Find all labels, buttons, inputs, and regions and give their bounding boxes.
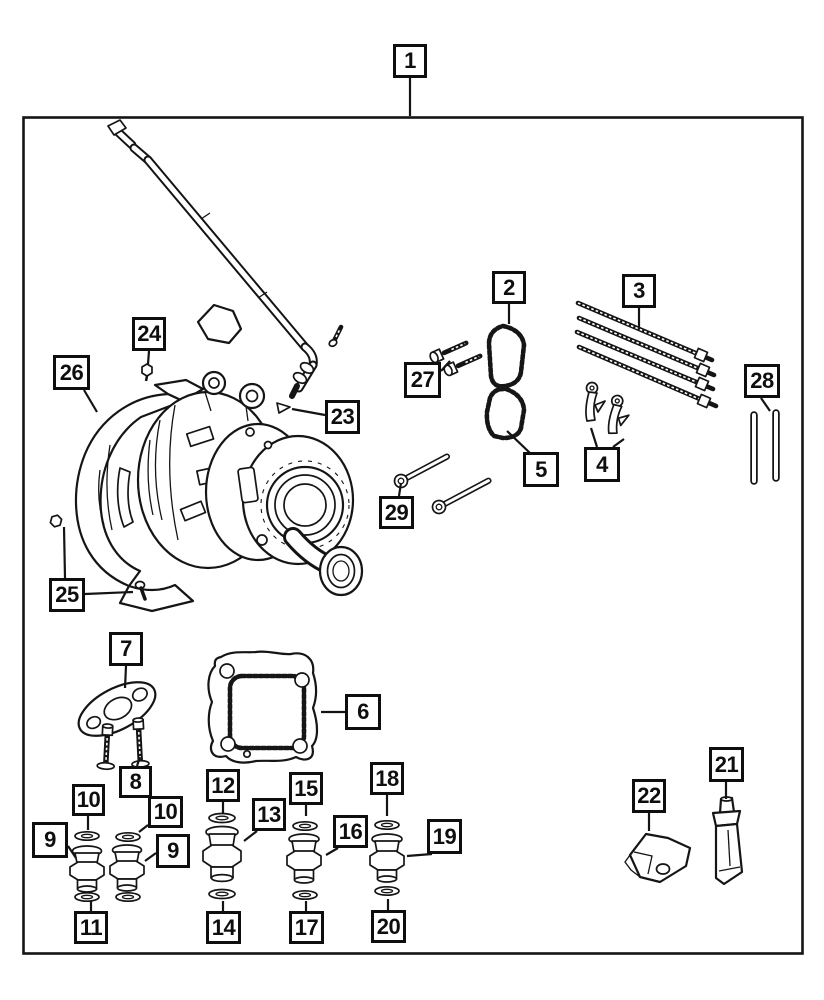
leader-19 bbox=[406, 852, 433, 858]
leader-29 bbox=[397, 482, 403, 497]
callout-29[interactable]: 29 bbox=[379, 496, 414, 529]
gasket-2-drawing bbox=[486, 323, 527, 389]
callout-5[interactable]: 5 bbox=[523, 452, 559, 487]
callout-9-right[interactable]: 9 bbox=[156, 834, 190, 868]
callout-10-right[interactable]: 10 bbox=[148, 796, 183, 828]
fitting-19-drawing bbox=[369, 833, 405, 883]
gasket-7-drawing bbox=[77, 681, 157, 737]
leader-25 bbox=[84, 590, 134, 596]
callout-10-left[interactable]: 10 bbox=[72, 784, 105, 816]
callout-18[interactable]: 18 bbox=[370, 762, 404, 795]
nut-24-drawing bbox=[141, 363, 153, 382]
callout-3[interactable]: 3 bbox=[622, 274, 656, 308]
callout-6[interactable]: 6 bbox=[345, 694, 381, 730]
callout-4[interactable]: 4 bbox=[584, 447, 620, 482]
bracket-22-drawing bbox=[624, 832, 692, 884]
callout-9-left[interactable]: 9 bbox=[32, 822, 68, 858]
callout-27[interactable]: 27 bbox=[404, 362, 441, 398]
callout-22[interactable]: 22 bbox=[632, 779, 666, 813]
studs-28-drawing bbox=[750, 409, 780, 485]
fitting-16-drawing bbox=[286, 833, 322, 884]
leader-16 bbox=[325, 847, 339, 856]
callout-20[interactable]: 20 bbox=[371, 910, 406, 943]
bolts-27-drawing bbox=[429, 340, 483, 377]
fitting-9a-drawing bbox=[69, 845, 105, 893]
leader-4 bbox=[612, 438, 625, 448]
callout-15[interactable]: 15 bbox=[289, 772, 323, 805]
bolts-8-drawing bbox=[96, 717, 150, 771]
leader-8 bbox=[135, 756, 142, 767]
sealant-tube-drawing bbox=[711, 796, 744, 886]
leader-13 bbox=[243, 830, 258, 842]
callout-25[interactable]: 25 bbox=[49, 578, 85, 612]
callout-26[interactable]: 26 bbox=[53, 355, 90, 390]
callout-13[interactable]: 13 bbox=[252, 798, 286, 831]
nut-25-drawing bbox=[49, 514, 63, 528]
screw-25-drawing bbox=[134, 580, 147, 601]
leader-27 bbox=[440, 360, 451, 372]
leader-9-left bbox=[67, 845, 77, 859]
callout-28[interactable]: 28 bbox=[744, 364, 780, 398]
leader-7 bbox=[123, 665, 128, 689]
washers-drawing bbox=[74, 812, 400, 903]
callout-12[interactable]: 12 bbox=[206, 769, 240, 802]
callout-17[interactable]: 17 bbox=[289, 911, 324, 944]
leader-9-right bbox=[144, 852, 157, 862]
leader-28 bbox=[760, 397, 771, 412]
callout-1[interactable]: 1 bbox=[393, 44, 427, 78]
callout-11[interactable]: 11 bbox=[74, 911, 108, 944]
fitting-13-drawing bbox=[202, 825, 242, 883]
leader-24 bbox=[146, 350, 151, 365]
stud-set-drawing bbox=[574, 300, 719, 409]
leader-23 bbox=[291, 407, 326, 417]
callout-8[interactable]: 8 bbox=[119, 766, 152, 798]
leader-10-right bbox=[138, 824, 149, 833]
callout-7[interactable]: 7 bbox=[109, 632, 143, 666]
turbocharger-drawing bbox=[136, 303, 364, 597]
small-bolt-drawing bbox=[328, 324, 344, 348]
bolts-29-drawing bbox=[393, 453, 492, 515]
callout-2[interactable]: 2 bbox=[492, 271, 526, 304]
small-clip-drawing bbox=[276, 402, 291, 414]
gasket-6-drawing bbox=[207, 650, 319, 764]
retainer-clips-drawing bbox=[585, 381, 630, 435]
leader-5 bbox=[506, 430, 531, 454]
callout-21[interactable]: 21 bbox=[709, 747, 744, 782]
callout-24[interactable]: 24 bbox=[132, 317, 166, 351]
callout-19[interactable]: 19 bbox=[427, 819, 462, 854]
leader-25 bbox=[62, 526, 67, 579]
leader-26 bbox=[83, 389, 98, 413]
fitting-9b-drawing bbox=[109, 844, 145, 892]
callout-23[interactable]: 23 bbox=[325, 400, 360, 434]
leader-lines bbox=[62, 78, 771, 911]
callout-16[interactable]: 16 bbox=[333, 815, 368, 848]
callout-14[interactable]: 14 bbox=[206, 911, 241, 944]
diagram-frame bbox=[22, 116, 804, 955]
oil-line-tube-drawing bbox=[107, 119, 318, 399]
leader-4 bbox=[589, 427, 599, 448]
gasket-5-drawing bbox=[484, 386, 527, 441]
